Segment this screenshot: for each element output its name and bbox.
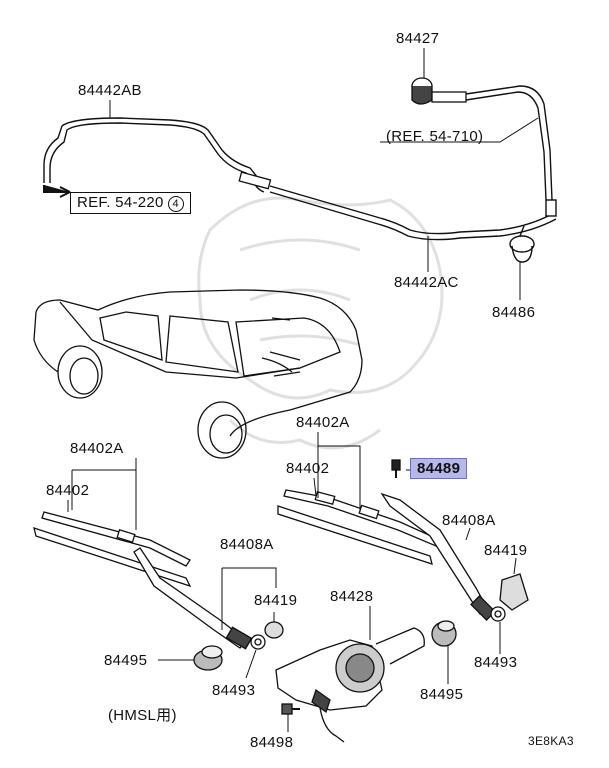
right-cap-84419 — [499, 573, 529, 611]
right-grommet-84495 — [431, 620, 457, 647]
leader-lines-top — [109, 48, 539, 300]
right-nut-84493 — [490, 606, 506, 622]
bolt-84498 — [281, 703, 300, 715]
ref-circle-number: 4 — [167, 196, 184, 212]
right-wiper-blade — [277, 489, 441, 565]
label-84489-highlighted[interactable]: 84489 — [410, 458, 468, 479]
leader-lines-lower — [67, 432, 517, 732]
washer-nozzle-84427 — [411, 77, 467, 105]
watermark-emblem — [197, 196, 444, 450]
wiper-motor-84428 — [275, 627, 425, 743]
label-84408A-right[interactable]: 84408A — [442, 512, 496, 529]
label-hmsl-note: (HMSL用) — [108, 707, 177, 724]
label-84402A-left[interactable]: 84402A — [70, 440, 124, 457]
diagram-code: 3E8KA3 — [528, 734, 574, 748]
hose-joint — [238, 171, 272, 190]
label-84428[interactable]: 84428 — [330, 588, 374, 605]
washer-hose-upper — [465, 85, 557, 217]
label-84427[interactable]: 84427 — [396, 30, 440, 47]
label-84493-left[interactable]: 84493 — [212, 682, 256, 699]
left-wiper-blade — [33, 511, 192, 588]
left-grommet-84495 — [193, 645, 223, 671]
label-84495-right[interactable]: 84495 — [420, 686, 464, 703]
label-84419-right[interactable]: 84419 — [484, 542, 528, 559]
label-84402A-right[interactable]: 84402A — [296, 414, 350, 431]
label-84402-left[interactable]: 84402 — [46, 482, 90, 499]
label-84419-left[interactable]: 84419 — [254, 592, 298, 609]
label-ref-54-710[interactable]: (REF. 54-710) — [386, 128, 484, 145]
label-84493-right[interactable]: 84493 — [474, 654, 518, 671]
label-84442AC[interactable]: 84442AC — [394, 274, 459, 291]
label-84408A-left[interactable]: 84408A — [220, 536, 274, 553]
screw-84489 — [391, 459, 401, 478]
left-wiper-arm — [133, 547, 253, 650]
label-84486[interactable]: 84486 — [492, 304, 536, 321]
label-84498[interactable]: 84498 — [250, 734, 294, 751]
label-84495-left[interactable]: 84495 — [104, 652, 148, 669]
hose-clip-84486 — [509, 225, 535, 263]
ref-arrow — [43, 185, 71, 198]
label-84442AB[interactable]: 84442AB — [78, 82, 142, 99]
label-84402-right[interactable]: 84402 — [286, 460, 330, 477]
label-ref-54-220: REF. 54-220 — [77, 194, 164, 211]
washer-hose-84442AC — [269, 185, 557, 241]
left-nut-84493 — [250, 634, 266, 650]
car-outline — [33, 289, 363, 459]
left-cap-84419 — [264, 621, 284, 639]
washer-hose-84442AB — [43, 117, 269, 193]
